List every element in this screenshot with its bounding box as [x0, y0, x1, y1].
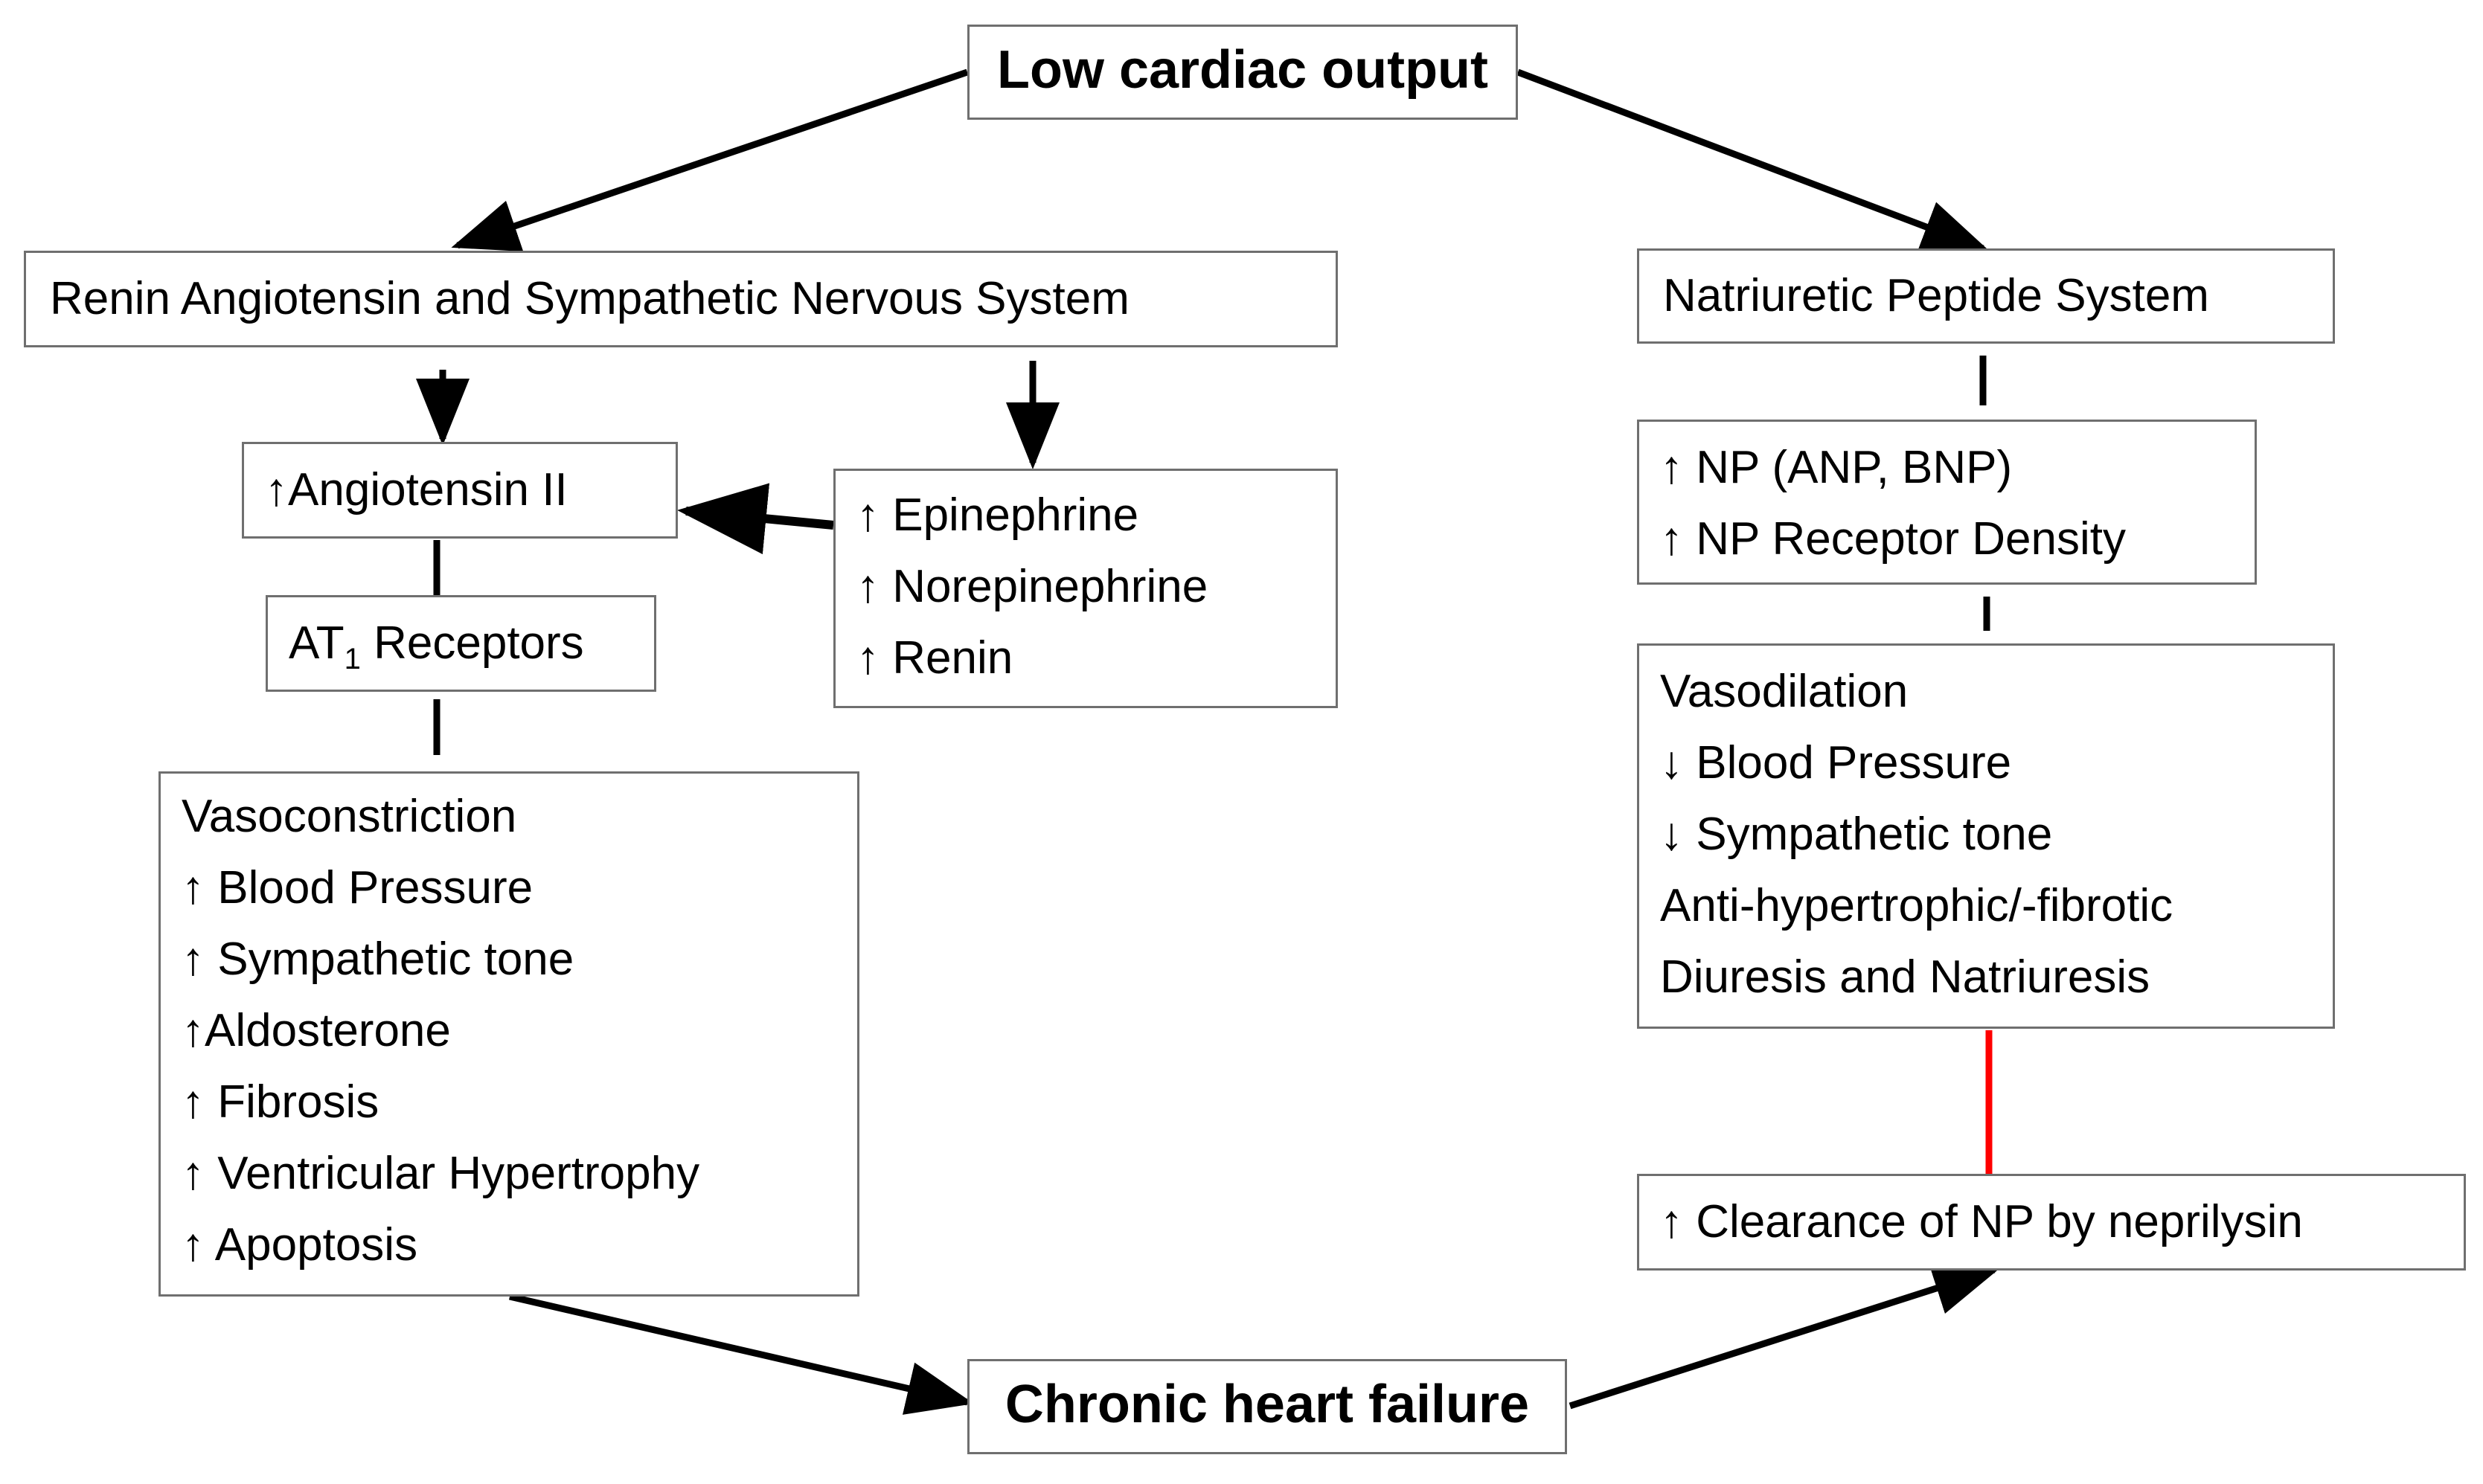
low-cardiac-output-label: Low cardiac output — [996, 40, 1489, 100]
arrow-catecholamines-to-angiotensin — [677, 483, 834, 555]
vasoconstriction-effect-item: ↑ Ventricular Hypertrophy — [182, 1148, 700, 1199]
vasodilation-effect-item: ↓ Blood Pressure — [1660, 737, 2012, 788]
np-level-item: ↑ NP (ANP, BNP) — [1660, 442, 2013, 493]
vasodilation-effect-item: Diuresis and Natriuresis — [1660, 951, 2150, 1003]
low-cardiac-output-box: Low cardiac output — [967, 25, 1518, 120]
catecholamine-item: ↑ Renin — [856, 632, 1013, 684]
neprilysin-clearance-label: ↑ Clearance of NP by neprilysin — [1660, 1196, 2303, 1247]
catecholamine-item: ↑ Norepinephrine — [856, 561, 1208, 612]
arrow-heart-failure-to-neprilysin — [1569, 1262, 2001, 1410]
vasoconstriction-effect-item: ↑Aldosterone — [182, 1005, 451, 1056]
at1-suffix: Receptors — [360, 617, 584, 669]
angiotensin-ii-box: ↑Angiotensin II — [242, 442, 678, 539]
angiotensin-ii-label: ↑Angiotensin II — [265, 464, 568, 515]
catecholamines-box: ↑ Epinephrine ↑ Norepinephrine ↑ Renin — [833, 469, 1338, 708]
vasodilation-effect-item: Anti-hypertrophic/-fibrotic — [1660, 880, 2173, 931]
natriuretic-system-box: Natriuretic Peptide System — [1637, 248, 2335, 344]
chronic-heart-failure-box: Chronic heart failure — [967, 1359, 1567, 1454]
vasodilation-effects-box: Vasodilation ↓ Blood Pressure ↓ Sympathe… — [1637, 643, 2335, 1029]
vasoconstriction-effect-item: ↑ Sympathetic tone — [182, 934, 574, 985]
np-levels-box: ↑ NP (ANP, BNP) ↑ NP Receptor Density — [1637, 420, 2257, 585]
arrow-output-to-raas — [451, 68, 969, 251]
arrow-vasoconstriction-to-heart-failure — [508, 1293, 974, 1415]
raas-sns-box: Renin Angiotensin and Sympathetic Nervou… — [24, 251, 1338, 347]
at1-subscript: 1 — [344, 643, 361, 675]
vasoconstriction-effect-item: ↑ Blood Pressure — [182, 862, 534, 913]
vasoconstriction-effect-item: Vasoconstriction — [182, 791, 517, 842]
catecholamine-item: ↑ Epinephrine — [856, 489, 1139, 541]
at1-receptors-box: AT1 Receptors — [266, 595, 656, 692]
at1-prefix: AT — [289, 617, 345, 669]
np-level-item: ↑ NP Receptor Density — [1660, 513, 2126, 565]
vasoconstriction-effect-item: ↑ Fibrosis — [182, 1076, 379, 1128]
vasodilation-effect-item: Vasodilation — [1660, 666, 1909, 717]
vasoconstriction-effects-box: Vasoconstriction ↑ Blood Pressure ↑ Symp… — [158, 771, 859, 1297]
natriuretic-system-label: Natriuretic Peptide System — [1663, 270, 2209, 321]
vasoconstriction-effect-item: ↑ Apoptosis — [182, 1219, 418, 1271]
chronic-heart-failure-label: Chronic heart failure — [1005, 1375, 1530, 1434]
raas-sns-label: Renin Angiotensin and Sympathetic Nervou… — [50, 273, 1130, 324]
arrow-output-to-np-system — [1516, 68, 1990, 252]
neprilysin-clearance-box: ↑ Clearance of NP by neprilysin — [1637, 1174, 2466, 1271]
vasodilation-effect-item: ↓ Sympathetic tone — [1660, 809, 2053, 860]
